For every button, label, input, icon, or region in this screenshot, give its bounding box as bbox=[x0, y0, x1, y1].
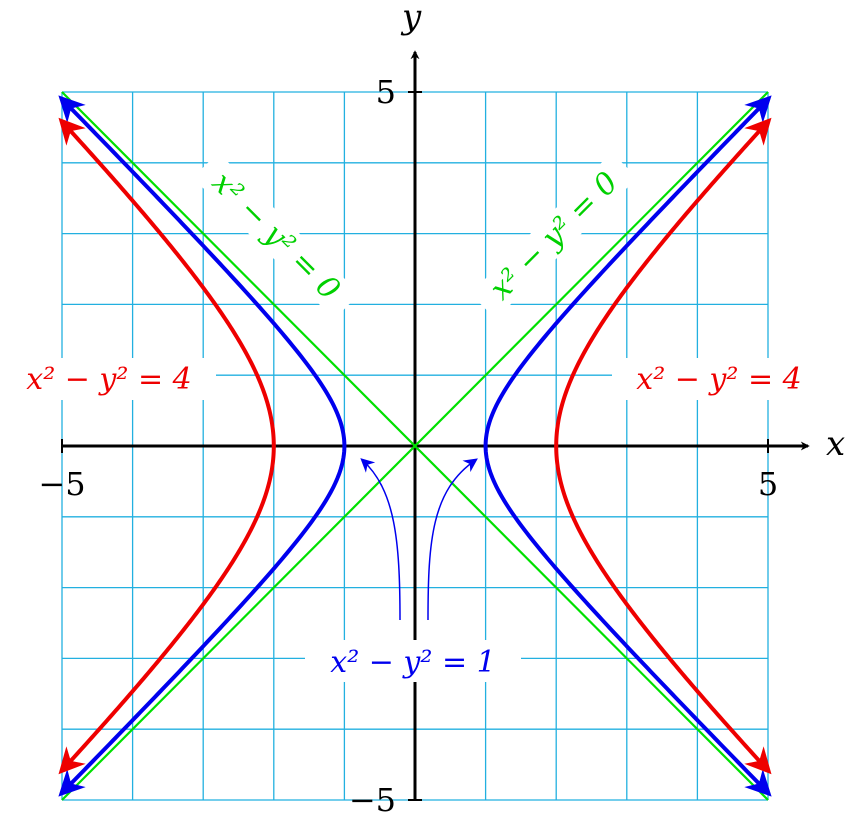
series-curve-branch bbox=[58, 444, 276, 775]
label-red-left: x² − y² = 4 bbox=[2, 358, 216, 400]
series-curve-branch bbox=[483, 444, 772, 797]
x-axis-label: x bbox=[826, 424, 845, 464]
svg-text:x² − y² = 0: x² − y² = 0 bbox=[483, 165, 625, 307]
series-curve-branch bbox=[554, 444, 772, 775]
x-tick-label-max: 5 bbox=[758, 465, 778, 503]
series-line-asymptote bbox=[61, 91, 769, 801]
annotation-arrow-right bbox=[427, 458, 478, 621]
series-curve-branch bbox=[58, 117, 276, 448]
label-green-right: x² − y² = 0 bbox=[470, 152, 638, 320]
series-curve-branch bbox=[483, 95, 772, 448]
axis-ticks bbox=[61, 91, 769, 801]
x-tick-label-min: −5 bbox=[38, 465, 85, 503]
y-tick-label-min: −5 bbox=[349, 781, 396, 819]
y-tick-label-max: 5 bbox=[376, 73, 396, 111]
svg-text:x² − y² = 1: x² − y² = 1 bbox=[330, 645, 495, 680]
svg-text:x² − y² = 4: x² − y² = 4 bbox=[636, 362, 801, 397]
label-blue-bottom: x² − y² = 1 bbox=[305, 640, 521, 682]
label-green-left: x² − y² = 0 bbox=[192, 152, 360, 320]
series-curves bbox=[58, 91, 772, 801]
label-red-right: x² − y² = 4 bbox=[612, 358, 826, 400]
series-curve-branch bbox=[58, 95, 347, 448]
series-curve-branch bbox=[58, 444, 347, 797]
svg-text:x² − y² = 4: x² − y² = 4 bbox=[26, 362, 191, 397]
annotation-arrow-left bbox=[360, 458, 401, 621]
svg-text:x² − y² = 0: x² − y² = 0 bbox=[205, 165, 347, 307]
series-curve-branch bbox=[554, 117, 772, 448]
y-axis-label: y bbox=[400, 0, 422, 37]
